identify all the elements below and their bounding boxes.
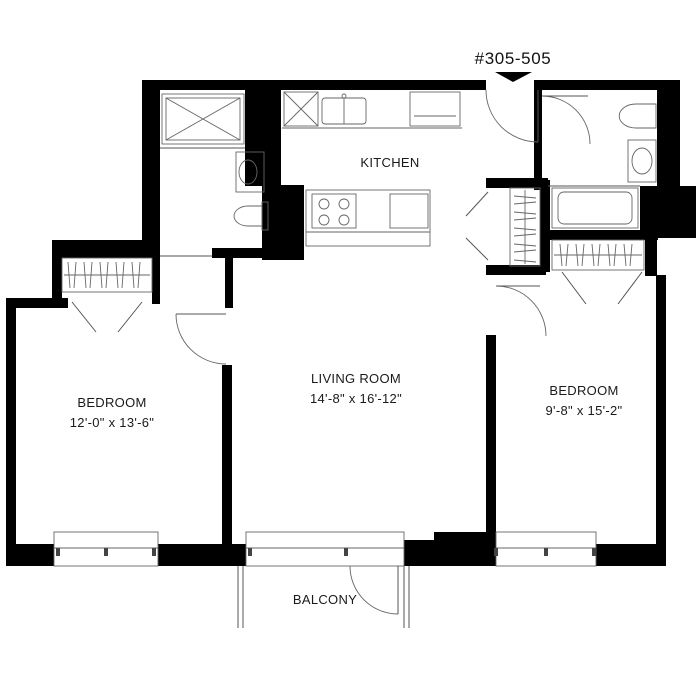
bedroom-right-door-swing <box>495 285 547 337</box>
bedroom-left-label: BEDROOM <box>77 395 147 410</box>
burner-3 <box>318 214 330 226</box>
window-bedroom-right-latch-b <box>544 548 548 556</box>
hangers-hall <box>513 195 537 263</box>
wall-bedroom-right-bottom-c <box>434 532 496 544</box>
shower <box>161 93 245 145</box>
wall-hall-top <box>212 248 304 258</box>
kitchen <box>282 91 462 247</box>
wall-bedroom-left-top <box>6 298 68 308</box>
burner-4 <box>338 214 350 226</box>
window-bedroom-left-latch-b <box>104 548 108 556</box>
shower-inner <box>165 97 241 141</box>
cabinet-a-diag2 <box>283 91 319 127</box>
wall-bedroom-right-side <box>656 275 666 565</box>
wall-closet-left-top <box>52 240 160 258</box>
hall-closet <box>465 187 541 267</box>
bedroom-right-label: BEDROOM <box>549 383 619 398</box>
unit-label: #305-505 <box>474 49 552 68</box>
wall-top-right <box>540 80 680 90</box>
window-living-latch-a <box>248 548 252 556</box>
closet-hall-door-a <box>465 191 489 217</box>
wall-closet-right-side <box>645 236 657 276</box>
kitchen-label: KITCHEN <box>360 155 420 170</box>
balcony-label: BALCONY <box>292 592 358 607</box>
burner-2 <box>338 198 350 210</box>
vanity-left <box>235 151 265 193</box>
wall-closet-hall-bottom <box>486 265 546 275</box>
bathroom-right <box>541 95 657 229</box>
counter-island <box>305 189 431 247</box>
counter-cabinet <box>389 193 429 229</box>
bathtub-inner <box>557 191 633 225</box>
wall-bedroom-right-partition <box>486 335 496 547</box>
wall-closet-left-side <box>52 240 62 300</box>
window-bedroom-left-latch-a <box>56 548 60 556</box>
living-room-label: LIVING ROOM <box>311 371 401 386</box>
windows <box>53 531 597 567</box>
wall-top <box>142 80 486 90</box>
wall-bedroom-left-side <box>6 298 16 566</box>
bath-right-door-swing <box>541 95 591 145</box>
wall-bedroom-right-bottom-b <box>596 544 666 566</box>
closet-left-area <box>61 257 153 293</box>
wall-closet-left-side2 <box>152 258 160 304</box>
closet-hall-rod-area <box>509 187 541 267</box>
closet-right-door-a <box>561 271 587 305</box>
wall-kitchen-counter-end <box>262 185 304 260</box>
entry-arrow-icon <box>495 72 532 82</box>
wall-bath-right-block <box>640 186 696 238</box>
closet-right-door-b <box>617 271 643 305</box>
window-bedroom-right-latch-a <box>494 548 498 556</box>
entry-door-swing <box>485 89 539 143</box>
wall-bath-kitchen-col <box>245 88 281 186</box>
wall-bedroom-left-bottom-b <box>158 544 246 566</box>
closet-left <box>61 255 227 365</box>
wall-bath-left <box>142 80 160 250</box>
shower-diag-b <box>165 97 241 141</box>
burner-1 <box>318 198 330 210</box>
balcony-door-swing <box>349 565 399 615</box>
wall-bedroom-left-bottom-a <box>6 544 54 566</box>
vanity-right <box>627 139 657 183</box>
bedroom-left-door-swing <box>175 313 227 365</box>
balcony <box>237 565 410 628</box>
toilet-right <box>618 103 657 129</box>
toilet-left-tank <box>261 201 269 231</box>
wall-bedroom-left-partition <box>222 365 232 545</box>
window-bedroom-left-latch-c <box>152 548 156 556</box>
window-bedroom-left <box>53 531 159 567</box>
sink-left <box>238 159 258 185</box>
toilet-left <box>233 205 263 227</box>
window-living-latch-b <box>344 548 348 556</box>
walls <box>6 80 696 566</box>
closet-right <box>495 239 645 337</box>
wall-closet-hall-right <box>540 180 550 272</box>
closet-left-door-b <box>117 301 143 333</box>
dishwasher <box>409 91 461 127</box>
bedroom-left-size: 12'-0" x 13'-6" <box>69 415 155 430</box>
hangers-left <box>67 261 141 289</box>
cabinet-a <box>283 91 319 127</box>
closet-left-door-a <box>71 301 97 333</box>
hangers-right <box>559 243 633 267</box>
sink-right <box>631 147 653 175</box>
window-living <box>245 531 405 567</box>
bathtub <box>551 187 639 229</box>
living-room-size: 14'-8" x 16'-12" <box>310 391 402 406</box>
faucet-icon <box>341 93 347 99</box>
bedroom-right-size: 9'-8" x 15'-2" <box>545 403 623 418</box>
wall-closet-hall-top <box>486 178 548 188</box>
closet-hall-door-b <box>465 237 489 261</box>
cooktop <box>311 193 357 229</box>
wall-bath-right-side <box>657 80 680 190</box>
wall-closet-right-top <box>548 230 658 240</box>
wall-bedroom-right-bottom-a <box>404 540 496 566</box>
window-bedroom-right-latch-c <box>592 548 596 556</box>
bathroom-left <box>160 93 269 231</box>
closet-right-area <box>551 239 645 271</box>
wall-hall-stub <box>225 258 233 308</box>
